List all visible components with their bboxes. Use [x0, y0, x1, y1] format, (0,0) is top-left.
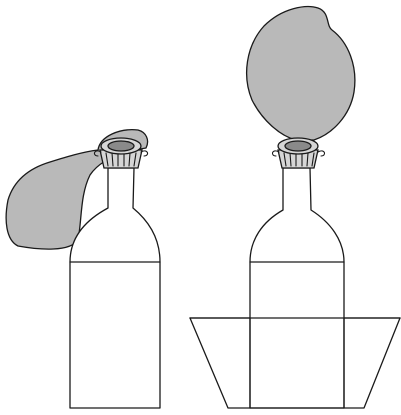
right-bottle: [249, 167, 345, 409]
left-tie-string: [93, 150, 149, 157]
inflated-balloon: [246, 5, 356, 141]
left-bottle-cap: [93, 137, 149, 169]
left-cap-crimp-lines: [105, 152, 137, 167]
right-cap-opening: [284, 140, 312, 152]
right-cap-crimp-lines: [283, 152, 315, 167]
right-panel: [189, 5, 401, 409]
right-bottle-cap: [271, 137, 326, 169]
left-panel: [5, 129, 161, 409]
right-tie-string: [271, 150, 326, 157]
left-bottle: [69, 167, 161, 409]
left-cap-opening: [107, 140, 135, 152]
water-basin: [189, 317, 401, 409]
